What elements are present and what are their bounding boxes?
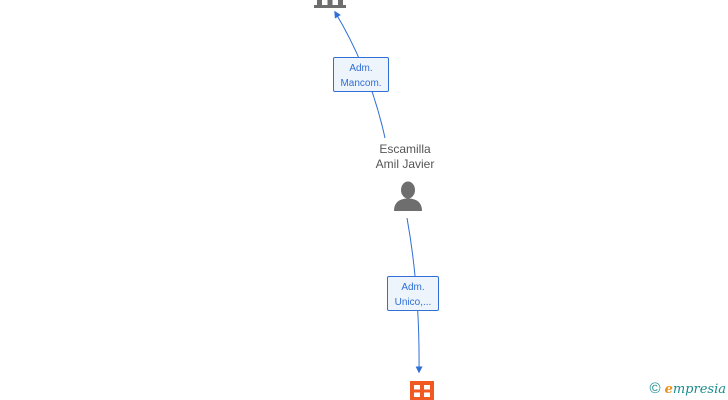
brand-name: mpresia <box>672 382 726 397</box>
copyright-symbol: © <box>649 380 661 397</box>
edge-label-line1: Adm. <box>401 282 425 293</box>
person-name[interactable]: Escamilla Amil Javier <box>355 142 455 172</box>
edge-label-line2: Unico,... <box>394 297 432 308</box>
empresia-watermark: ©empresia <box>650 380 726 397</box>
person-name-line1: Escamilla <box>379 142 431 156</box>
edge-label-line1: Adm. <box>349 63 373 74</box>
bank-building-icon[interactable] <box>313 0 347 10</box>
person-icon[interactable] <box>392 181 424 211</box>
edge-label-line2: Mancom. <box>340 78 382 89</box>
edge-label-adm-unico[interactable]: Adm. Unico,... <box>387 276 439 311</box>
brand-initial: e <box>664 382 673 397</box>
person-name-line2: Amil Javier <box>375 157 435 171</box>
company-grid-icon[interactable] <box>410 381 434 400</box>
edge-label-adm-mancom[interactable]: Adm. Mancom. <box>333 57 389 92</box>
